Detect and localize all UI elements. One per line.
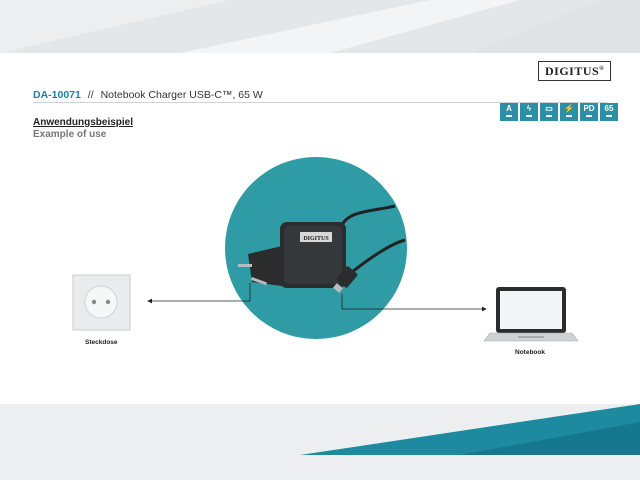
- power-icon: ϟ▬: [520, 103, 538, 121]
- feature-icons: A▬ ϟ▬ ▭▬ ⚡▬ PD▬ 65▬: [500, 103, 618, 121]
- notebook-icon: [483, 287, 579, 342]
- usb-c-connector: [333, 266, 358, 293]
- bottom-banner: [0, 404, 640, 480]
- notebook-label: Notebook: [515, 349, 545, 356]
- plug-icon: ⚡▬: [560, 103, 578, 121]
- socket-icon: [72, 274, 131, 331]
- arrow-to-notebook: [341, 294, 487, 312]
- battery-icon: ▭▬: [540, 103, 558, 121]
- charger-cable: [338, 204, 396, 231]
- svg-text:DIGITUS: DIGITUS: [303, 236, 329, 242]
- digitus-logo: DIGITUS®: [538, 61, 612, 81]
- socket-label: Steckdose: [85, 339, 118, 346]
- usb-c-cable: [351, 238, 406, 274]
- a-grade-icon: A▬: [500, 103, 518, 121]
- top-banner: [0, 0, 640, 53]
- product-header: DA-10071 // Notebook Charger USB-C™, 65 …: [33, 89, 263, 101]
- arrow-to-socket: [147, 283, 251, 304]
- charger-icon: DIGITUS: [238, 222, 346, 288]
- pd-icon: PD▬: [580, 103, 598, 121]
- product-code: DA-10071: [33, 89, 81, 101]
- header-separator: //: [87, 89, 94, 101]
- section-title-de: Anwendungsbeispiel: [33, 117, 134, 128]
- product-name: Notebook Charger USB-C™, 65 W: [100, 89, 263, 101]
- header-rule: [33, 102, 607, 103]
- section-title-en: Example of use: [33, 129, 107, 140]
- watt-65-icon: 65▬: [600, 103, 618, 121]
